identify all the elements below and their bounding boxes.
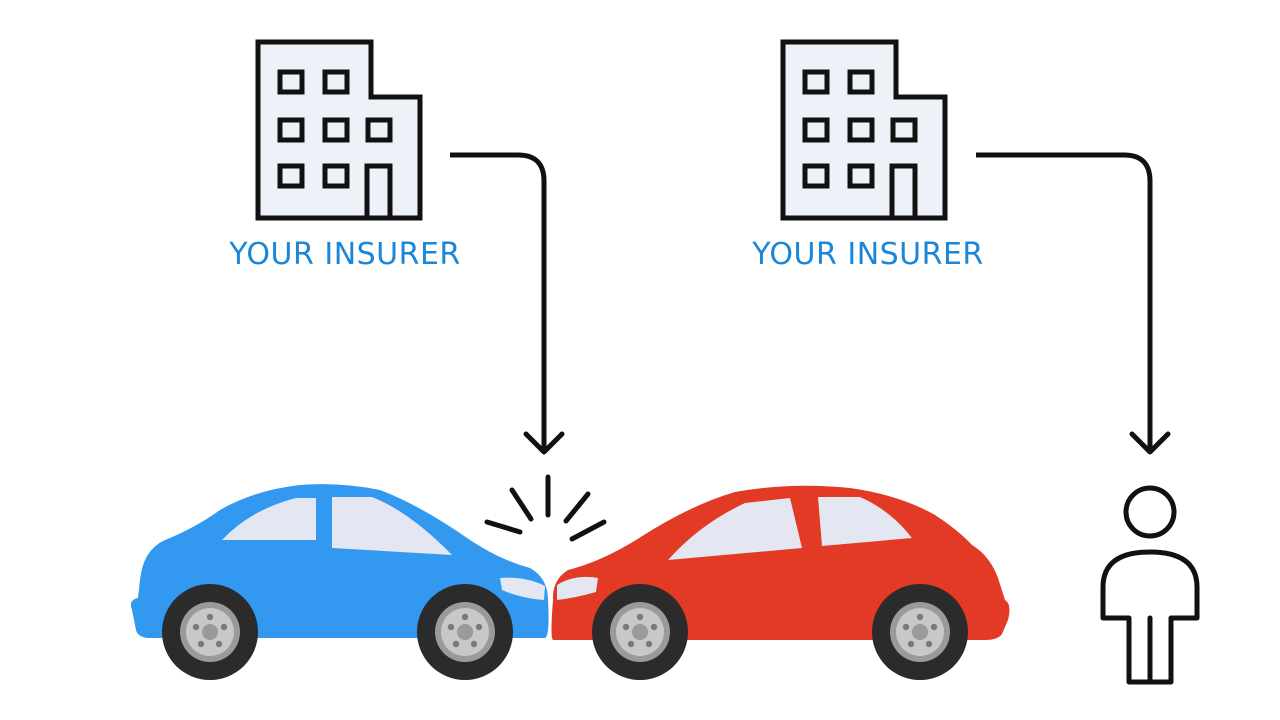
arrow-left-insurer-to-collision <box>450 152 565 455</box>
building-icon <box>258 42 420 218</box>
person-icon <box>1100 485 1200 685</box>
insurer-building-right <box>783 42 945 218</box>
building-icon <box>783 42 945 218</box>
insurer-label-right: YOUR INSURER <box>751 237 984 272</box>
insurer-label-left: YOUR INSURER <box>228 237 461 272</box>
red-car <box>551 485 1010 680</box>
impact-burst-icon <box>484 474 607 542</box>
arrow-right-insurer-to-person <box>976 152 1171 455</box>
insurer-building-left <box>258 42 420 218</box>
blue-car <box>130 484 549 680</box>
